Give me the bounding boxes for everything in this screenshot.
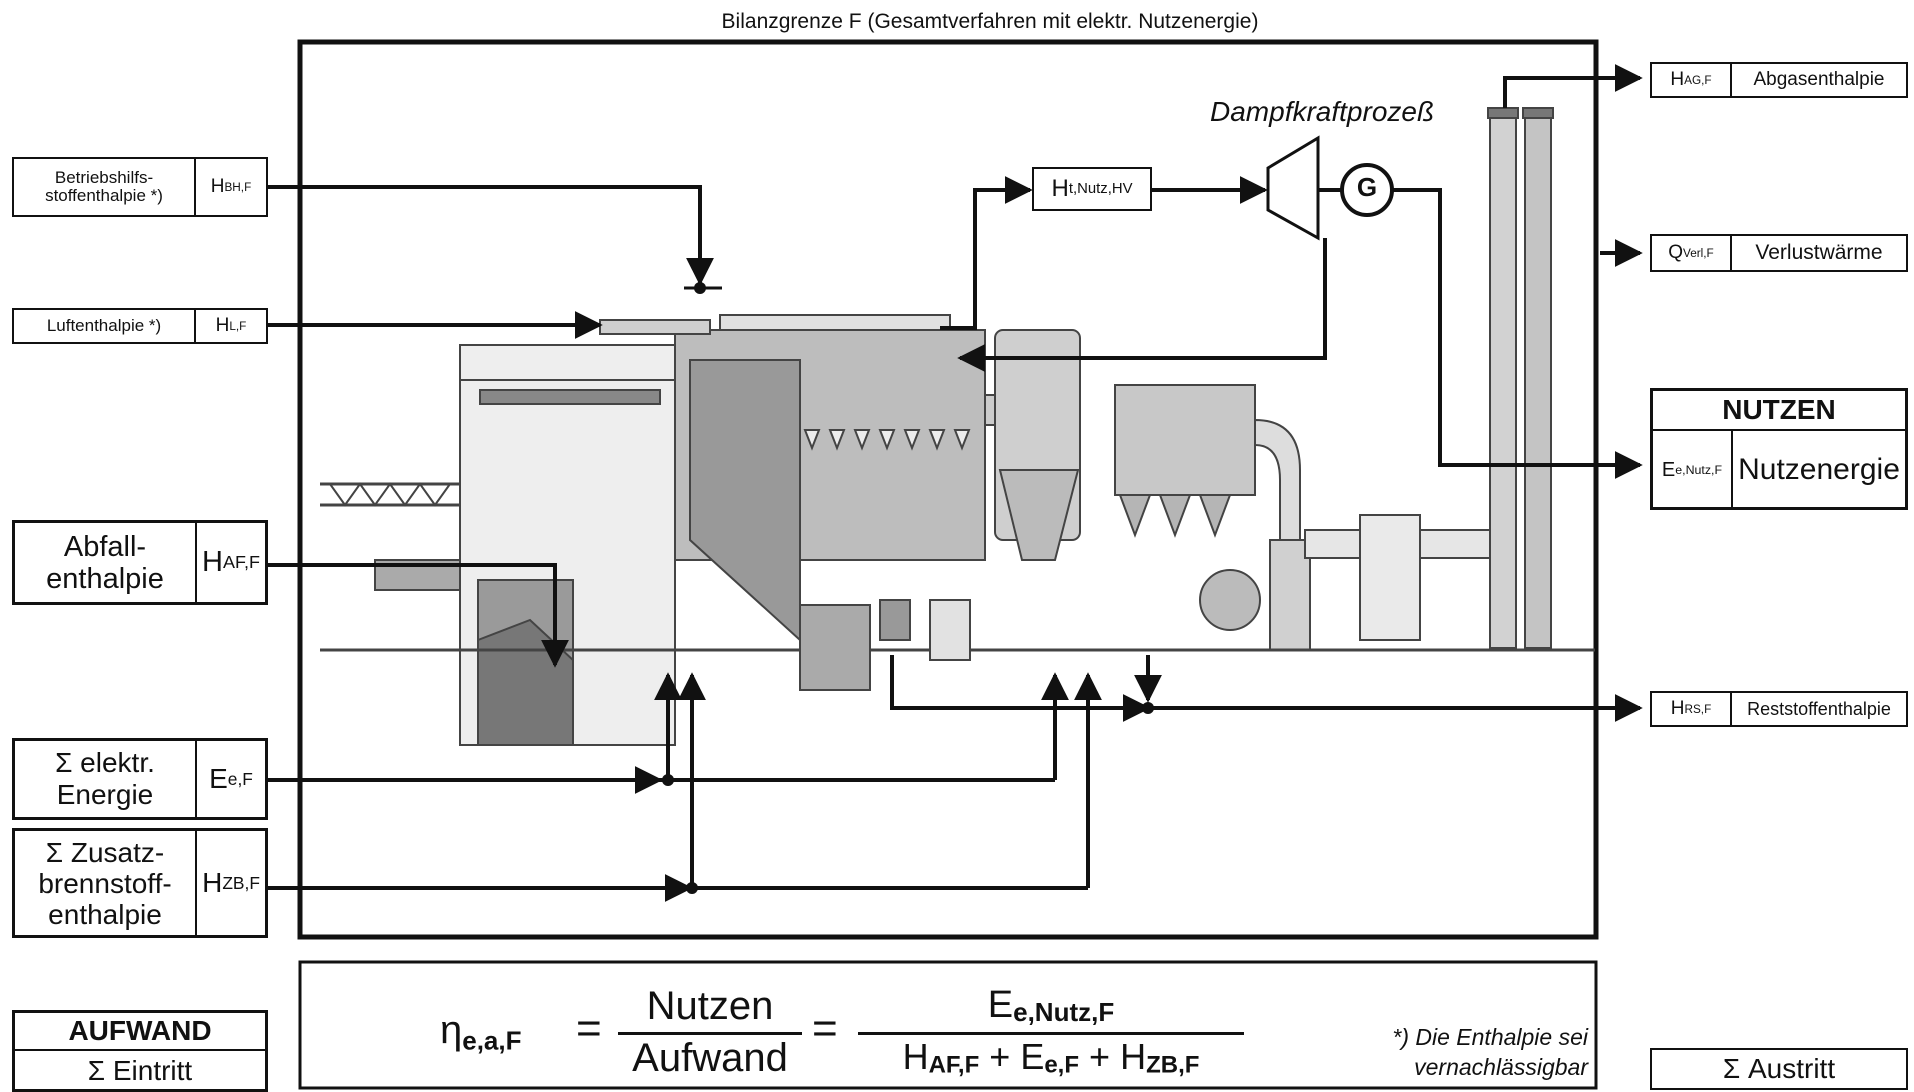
input-symbol: H	[216, 315, 230, 337]
input-label: Betriebshilfs- stoffenthalpie *)	[14, 159, 194, 215]
output-subscript: AG,F	[1684, 74, 1711, 87]
input-subscript: BH,F	[224, 181, 251, 194]
generator-label: G	[1352, 172, 1382, 203]
plus-sign: +	[1089, 1036, 1110, 1077]
input-symbol: H	[211, 176, 225, 198]
fraction-bar-2	[858, 1032, 1244, 1035]
hnutz-subscript: t,Nutz,HV	[1069, 181, 1133, 197]
flow-steam	[940, 190, 1030, 328]
formula-den1: Aufwand	[618, 1036, 802, 1081]
den2-term1-subscript: AF,F	[929, 1052, 980, 1079]
output-symbol: H	[1671, 698, 1685, 720]
formula-eq1: =	[576, 1004, 602, 1054]
flow-reststoff	[892, 655, 1148, 708]
input-symbol: H	[202, 867, 222, 899]
process-label: Dampfkraftprozeß	[1210, 96, 1434, 128]
output-label: Reststoffenthalpie	[1730, 693, 1906, 725]
hnutz-symbol: H	[1052, 175, 1069, 203]
output-subscript: Verl,F	[1683, 247, 1714, 260]
output-label: Nutzenergie	[1731, 431, 1905, 509]
num2-symbol: E	[988, 984, 1013, 1026]
output-symbol: E	[1662, 459, 1675, 482]
aufwand-sum: Σ Eintritt	[15, 1051, 265, 1091]
aufwand-box: AUFWAND Σ Eintritt	[12, 1010, 268, 1092]
input-subscript: ZB,F	[222, 873, 260, 894]
austritt-box: Σ Austritt	[1650, 1048, 1908, 1090]
nutzen-header: NUTZEN	[1653, 391, 1905, 431]
formula-eta: ηe,a,F	[440, 1008, 522, 1057]
footnote: *) Die Enthalpie sei vernachlässigbar	[1300, 1022, 1588, 1082]
turbine-icon	[1268, 138, 1318, 238]
num2-subscript: e,Nutz,F	[1013, 997, 1114, 1027]
output-subscript: RS,F	[1684, 703, 1711, 716]
output-label: Verlustwärme	[1730, 236, 1906, 270]
output-symbol: H	[1670, 69, 1684, 91]
formula-eq2: =	[812, 1004, 838, 1054]
den2-term2-subscript: e,F	[1044, 1052, 1079, 1079]
input-label: Σ Zusatz- brennstoff- enthalpie	[15, 831, 195, 935]
plant-illustration	[320, 108, 1595, 745]
input-subscript: e,F	[228, 769, 253, 790]
output-subscript: e,Nutz,F	[1675, 463, 1722, 477]
input-label: Luftenthalpie *)	[14, 310, 194, 342]
flow-betriebshilfsstoff	[268, 187, 700, 283]
eta-symbol: η	[440, 1008, 462, 1052]
aufwand-header: AUFWAND	[15, 1013, 265, 1051]
output-label: Abgasenthalpie	[1730, 64, 1906, 96]
eta-subscript: e,a,F	[462, 1026, 521, 1056]
input-label: Abfall- enthalpie	[15, 523, 195, 602]
den2-term3-subscript: ZB,F	[1146, 1052, 1199, 1079]
input-symbol: H	[202, 546, 223, 579]
input-subscript: AF,F	[223, 552, 260, 573]
input-label: Σ elektr. Energie	[15, 741, 195, 817]
plus-sign: +	[989, 1036, 1010, 1077]
flow-abgas	[1505, 78, 1640, 108]
formula-den2: HAF,F + Ee,F + HZB,F	[858, 1036, 1244, 1080]
input-subscript: L,F	[229, 320, 246, 333]
formula-num1: Nutzen	[618, 984, 802, 1029]
fraction-bar-1	[618, 1032, 802, 1035]
den2-term1-symbol: H	[903, 1036, 929, 1077]
formula-num2: Ee,Nutz,F	[858, 984, 1244, 1028]
den2-term2-symbol: E	[1020, 1036, 1044, 1077]
den2-term3-symbol: H	[1120, 1036, 1146, 1077]
input-symbol: E	[209, 763, 228, 795]
output-symbol: Q	[1668, 242, 1683, 264]
